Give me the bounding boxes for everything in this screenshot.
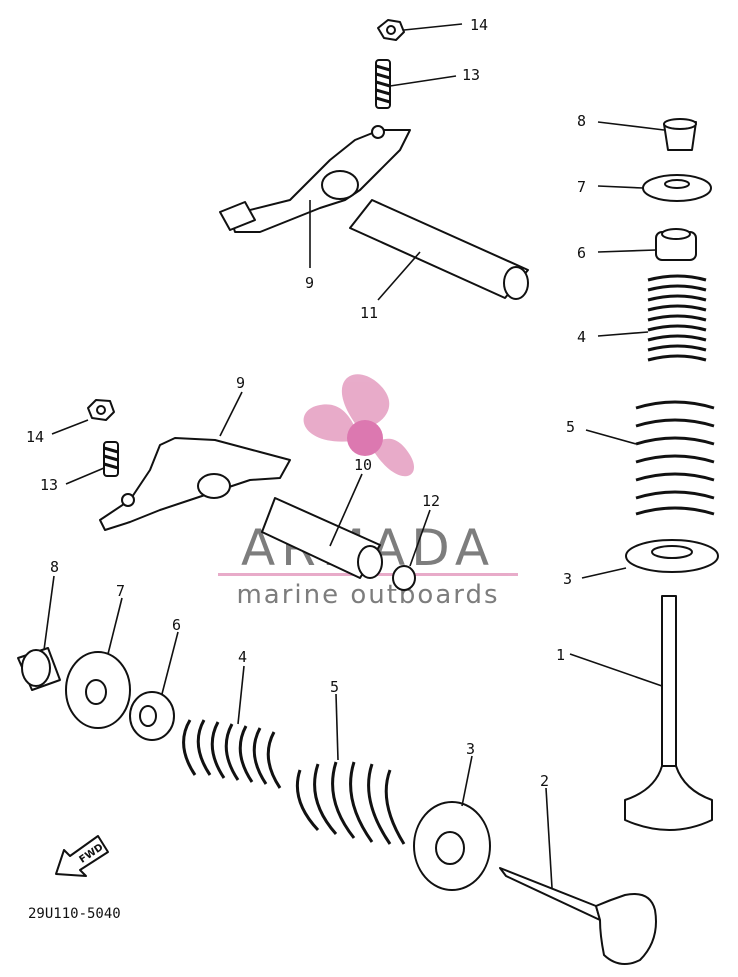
part-adjust-screw-13-upper [375,59,391,109]
part-o-ring-12 [392,565,416,591]
callout-6-lower: 6 [172,616,181,634]
part-rocker-arm-9-upper [219,125,411,233]
callout-5-lower: 5 [330,678,339,696]
part-rocker-arm-9-lower [99,437,291,531]
callout-9-lower: 9 [236,374,245,392]
callout-13-upper: 13 [462,66,480,84]
watermark-tagline: marine outboards [236,580,499,610]
callout-2: 2 [540,772,549,790]
callout-1: 1 [556,646,565,664]
part-rocker-shaft-11 [349,199,529,300]
part-seal-6-right [655,228,697,261]
callout-8-right: 8 [577,112,586,130]
callout-7-right: 7 [577,178,586,196]
part-adjust-screw-13-lower [103,441,119,477]
part-valve-2-lower [499,867,657,965]
part-spring-seat-3-lower [413,801,491,891]
callout-14-lower: 14 [26,428,44,446]
part-outer-spring-5-lower [295,761,406,845]
callout-5-right: 5 [566,418,575,436]
part-nut-14-lower [87,399,115,421]
part-valve-1-right [624,595,713,831]
leader-lines [43,23,665,889]
callout-6-right: 6 [577,244,586,262]
callout-10: 10 [354,456,372,474]
propeller-logo-icon [303,374,415,477]
part-collet-8-right [663,118,697,151]
callout-8-lower: 8 [50,558,59,576]
callout-14-upper: 14 [470,16,488,34]
part-retainer-7-right [642,174,712,202]
callout-7-lower: 7 [116,582,125,600]
callout-3-right: 3 [563,570,572,588]
fwd-arrow-icon: FWD [55,835,109,877]
part-rocker-shaft-10 [261,497,383,579]
part-collet-8-lower [17,647,61,691]
callout-9-upper: 9 [305,274,314,292]
callout-4-right: 4 [577,328,586,346]
part-inner-spring-4-right [647,274,707,362]
callout-numbers: 14 13 9 11 8 7 6 4 5 3 1 9 14 13 10 12 8… [26,16,586,790]
part-spring-seat-3-right [625,539,719,573]
callout-4-lower: 4 [238,648,247,666]
callout-3-lower: 3 [466,740,475,758]
diagram-code: 29U110-5040 [28,906,121,922]
callout-12: 12 [422,492,440,510]
part-retainer-7-lower [65,651,131,729]
part-seal-6-lower [129,691,175,741]
part-outer-spring-5-right [635,400,715,516]
callout-11: 11 [360,304,378,322]
part-inner-spring-4-lower [182,719,282,789]
part-nut-14-upper [377,19,405,41]
callout-13-lower: 13 [40,476,58,494]
